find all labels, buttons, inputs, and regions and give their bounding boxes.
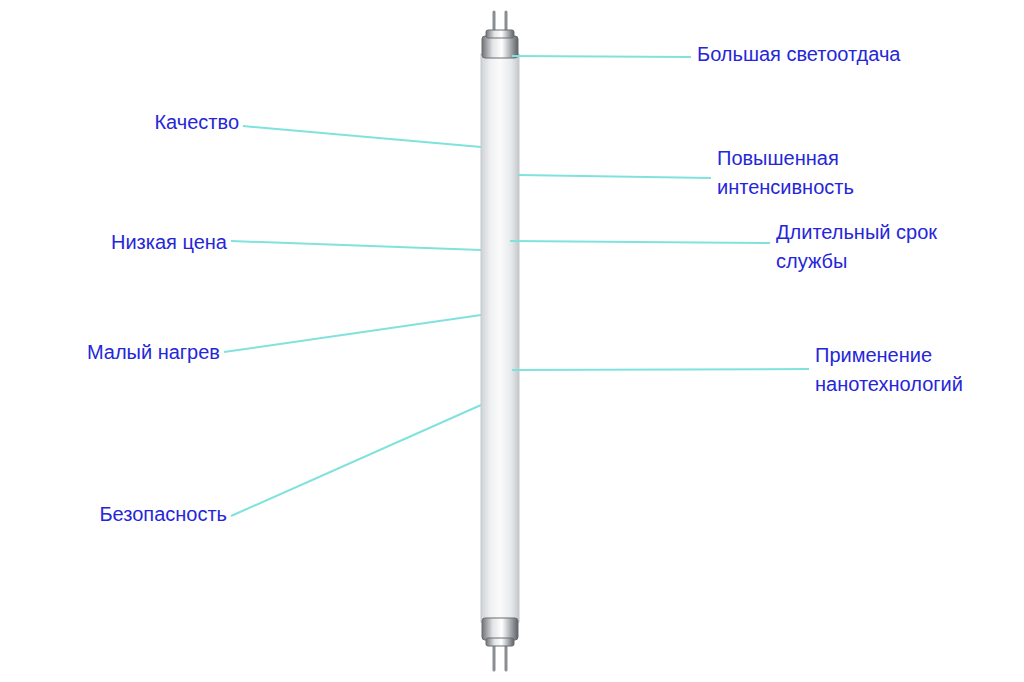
leader-line — [512, 369, 809, 370]
leader-lines — [224, 56, 809, 516]
callout-label: Большая светоотдача — [697, 40, 900, 69]
lamp-cap-base — [486, 30, 514, 38]
callout-label: Низкая цена — [111, 228, 227, 257]
callout-label: Безопасность — [99, 500, 227, 529]
callout-label: Применение нанотехнологий — [815, 341, 1005, 399]
leader-line — [512, 56, 691, 57]
leader-line — [231, 405, 481, 516]
leader-line — [518, 175, 711, 178]
callout-label: Малый нагрев — [87, 338, 220, 367]
lamp-tube — [481, 54, 519, 622]
leader-line — [510, 241, 770, 243]
leader-line — [231, 241, 481, 250]
callout-label: Качество — [154, 108, 239, 137]
callout-label: Длительный срок службы — [776, 218, 981, 276]
leader-line — [243, 126, 481, 147]
lamp-cap — [482, 36, 518, 58]
lamp-cap — [482, 618, 518, 640]
leader-line — [224, 315, 481, 352]
callout-label: Повышенная интенсивность — [717, 144, 917, 202]
lamp-cap-base — [486, 638, 514, 646]
